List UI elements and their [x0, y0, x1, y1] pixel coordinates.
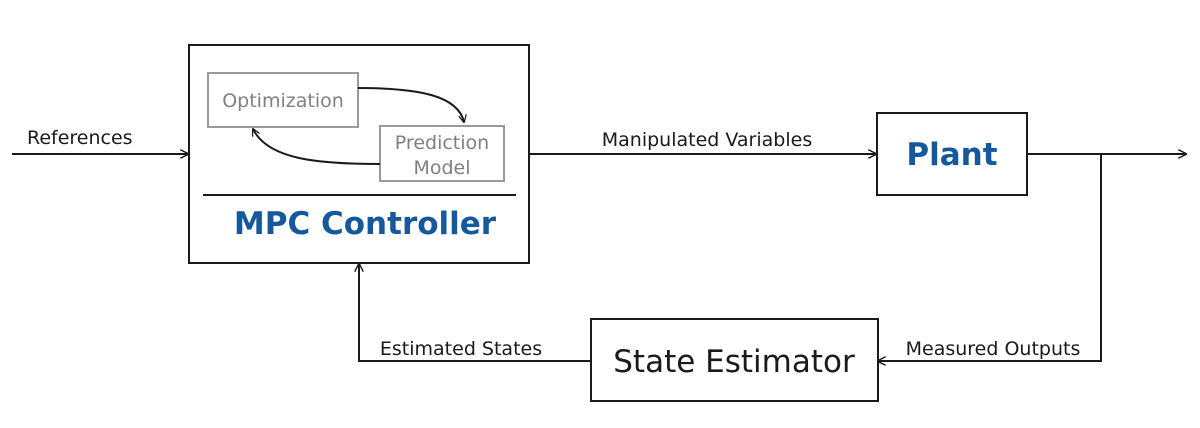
prediction-label-line1: Prediction: [395, 132, 489, 154]
optimization-label: Optimization: [222, 90, 344, 112]
estimated-states-label: Estimated States: [380, 338, 542, 360]
estimated-states-arrow: [359, 264, 591, 362]
measured-outputs-label: Measured Outputs: [906, 338, 1081, 360]
optimization-to-prediction-arrow: [357, 87, 464, 122]
measured-outputs-arrow: [878, 154, 1102, 361]
references-label: References: [27, 127, 133, 149]
state-estimator-block: [590, 318, 879, 402]
manipulated-variables-label: Manipulated Variables: [602, 129, 812, 151]
state-estimator-title: State Estimator: [613, 344, 855, 380]
optimization-box: [207, 72, 359, 128]
plant-title: Plant: [906, 137, 997, 173]
prediction-to-optimization-arrow: [253, 129, 381, 165]
prediction-label-line2: Model: [413, 157, 470, 179]
mpc-controller-title: MPC Controller: [234, 206, 497, 242]
prediction-model-box: [379, 125, 505, 182]
